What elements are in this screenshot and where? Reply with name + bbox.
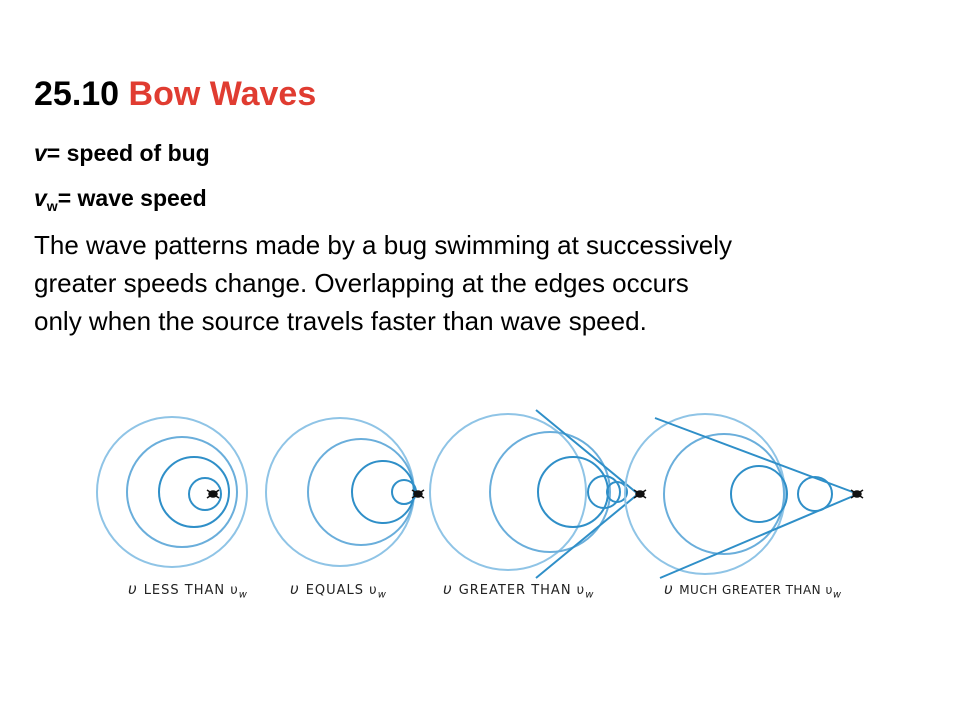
bow-wave-edge: [654, 417, 859, 495]
wavefront: [489, 431, 611, 553]
definition-wave-speed: vw= wave speed: [34, 184, 207, 215]
caption-subscript: w: [585, 589, 595, 601]
bow-wave-edge: [535, 409, 639, 495]
wavefront: [307, 438, 415, 546]
description-paragraph: The wave patterns made by a bug swimming…: [34, 226, 934, 340]
caption-symbol: υ: [290, 580, 300, 598]
wavefront: [351, 460, 415, 524]
caption-text: EQUALS υ: [305, 583, 378, 598]
caption-equals: υ EQUALS υw: [290, 580, 387, 601]
wavefront: [96, 416, 248, 568]
bug-icon: [633, 489, 647, 499]
caption-much-greater-than: υ MUCH GREATER THAN υw: [664, 580, 842, 600]
caption-less-than: υ LESS THAN υw: [128, 580, 248, 601]
wave-speed-definition: = wave speed: [57, 185, 207, 211]
wavefront: [537, 456, 609, 528]
caption-symbol: υ: [128, 580, 138, 598]
caption-subscript: w: [377, 589, 387, 601]
bug-markers: [206, 489, 864, 499]
bug-icon: [850, 489, 864, 499]
panel-much-greater-than: [624, 413, 859, 579]
wavefront: [663, 433, 785, 555]
wavefront: [730, 465, 788, 523]
bow-wave-diagram: [96, 409, 864, 579]
wave-speed-symbol: v: [34, 185, 47, 211]
panel-greater-than: [429, 409, 639, 579]
wavefront: [587, 475, 621, 509]
wave-speed-subscript: w: [46, 198, 58, 214]
caption-text: GREATER THAN υ: [458, 583, 586, 598]
bug-speed-symbol: v: [34, 140, 47, 166]
caption-subscript: w: [832, 589, 842, 601]
title-text: Bow Waves: [128, 75, 317, 113]
panel-less-than: [96, 416, 248, 568]
wavefront: [158, 456, 230, 528]
bug-icon: [206, 489, 220, 499]
caption-text: MUCH GREATER THAN υ: [679, 583, 833, 597]
bow-wave-edge: [535, 493, 639, 579]
paragraph-line-1: The wave patterns made by a bug swimming…: [34, 230, 732, 260]
wavefront: [126, 436, 238, 548]
title-number: 25.10: [34, 75, 120, 113]
panel-equals: [265, 417, 417, 567]
definition-bug-speed: v= speed of bug: [34, 139, 210, 167]
bug-icon: [411, 489, 425, 499]
caption-subscript: w: [238, 589, 248, 601]
paragraph-line-3: only when the source travels faster than…: [34, 306, 647, 336]
wavefront: [391, 479, 417, 505]
wavefront: [429, 413, 587, 571]
bug-speed-definition: = speed of bug: [46, 140, 210, 166]
wavefront: [188, 477, 222, 511]
wavefront: [606, 481, 628, 503]
paragraph-line-2: greater speeds change. Overlapping at th…: [34, 268, 689, 298]
caption-greater-than: υ GREATER THAN υw: [443, 580, 594, 601]
bow-wave-edge: [659, 493, 859, 579]
caption-symbol: υ: [443, 580, 453, 598]
caption-text: LESS THAN υ: [143, 583, 239, 598]
caption-symbol: υ: [664, 580, 674, 598]
slide-title: 25.10 Bow Waves: [34, 74, 316, 114]
